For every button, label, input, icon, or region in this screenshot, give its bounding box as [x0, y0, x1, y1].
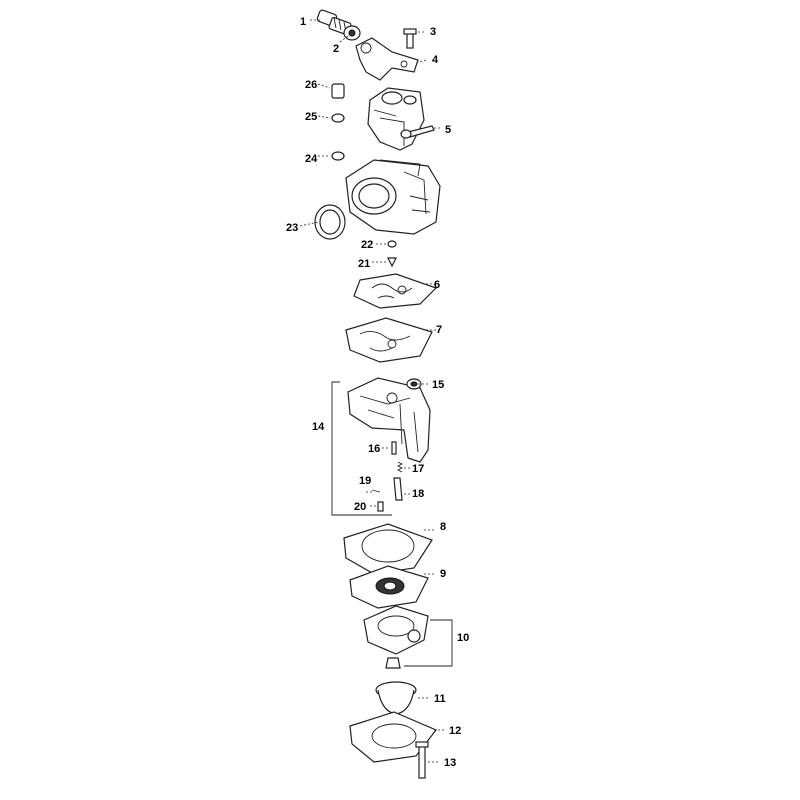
part-5-screw — [400, 125, 435, 139]
callout-13: 13 — [444, 757, 456, 769]
part-18-lever — [393, 477, 403, 501]
callout-20: 20 — [354, 501, 366, 513]
callout-25: 25 — [305, 111, 317, 123]
callout-8: 8 — [440, 521, 446, 533]
part-16-pin — [391, 441, 397, 455]
part-20-screw — [377, 501, 384, 512]
part-9-diaphragm — [349, 565, 429, 609]
callout-11: 11 — [434, 693, 446, 705]
callout-26: 26 — [305, 79, 317, 91]
callout-21: 21 — [358, 258, 370, 270]
part-2-nut — [343, 25, 361, 41]
part-24-washer — [331, 151, 345, 161]
callout-17: 17 — [412, 463, 424, 475]
part-11-primer-bulb — [375, 681, 417, 715]
callout-19: 19 — [359, 475, 371, 487]
part-19-pin — [371, 489, 381, 493]
part-12-cover-plate — [349, 711, 437, 763]
callout-3: 3 — [430, 26, 436, 38]
callout-5: 5 — [445, 124, 451, 136]
part-13-screw — [415, 741, 429, 779]
callout-23: 23 — [286, 222, 298, 234]
part-22-o-ring — [387, 240, 397, 248]
part-25-washer — [331, 113, 345, 123]
callout-14: 14 — [312, 421, 325, 433]
callout-15: 15 — [432, 379, 444, 391]
part-7-gasket — [345, 317, 433, 363]
callout-9: 9 — [440, 568, 446, 580]
callout-1: 1 — [300, 16, 306, 28]
part-15-washer — [406, 378, 422, 390]
part-8-gasket — [343, 523, 433, 575]
part-17-spring — [396, 461, 404, 473]
part-14-bracket-line — [331, 381, 392, 516]
pump-body — [347, 377, 431, 463]
upper-body-housing — [367, 87, 425, 151]
part-6-diaphragm — [353, 273, 438, 309]
part-10-check-valve — [385, 657, 401, 669]
callout-24: 24 — [305, 153, 318, 165]
callout-18: 18 — [412, 488, 424, 500]
part-26-cap — [331, 83, 345, 99]
part-21-needle — [387, 257, 397, 268]
callout-12: 12 — [449, 725, 461, 737]
part-10-pump-cover — [363, 605, 453, 667]
callout-6: 6 — [434, 279, 440, 291]
callout-10: 10 — [457, 632, 469, 644]
callout-4: 4 — [432, 54, 439, 66]
part-4-bracket — [355, 37, 419, 81]
part-3-screw — [403, 28, 417, 49]
part-23-gasket — [314, 204, 346, 240]
carburetor-main-body — [345, 159, 441, 235]
callout-16: 16 — [368, 443, 380, 455]
callout-2: 2 — [333, 43, 339, 55]
callout-7: 7 — [436, 324, 442, 336]
callout-22: 22 — [361, 239, 373, 251]
